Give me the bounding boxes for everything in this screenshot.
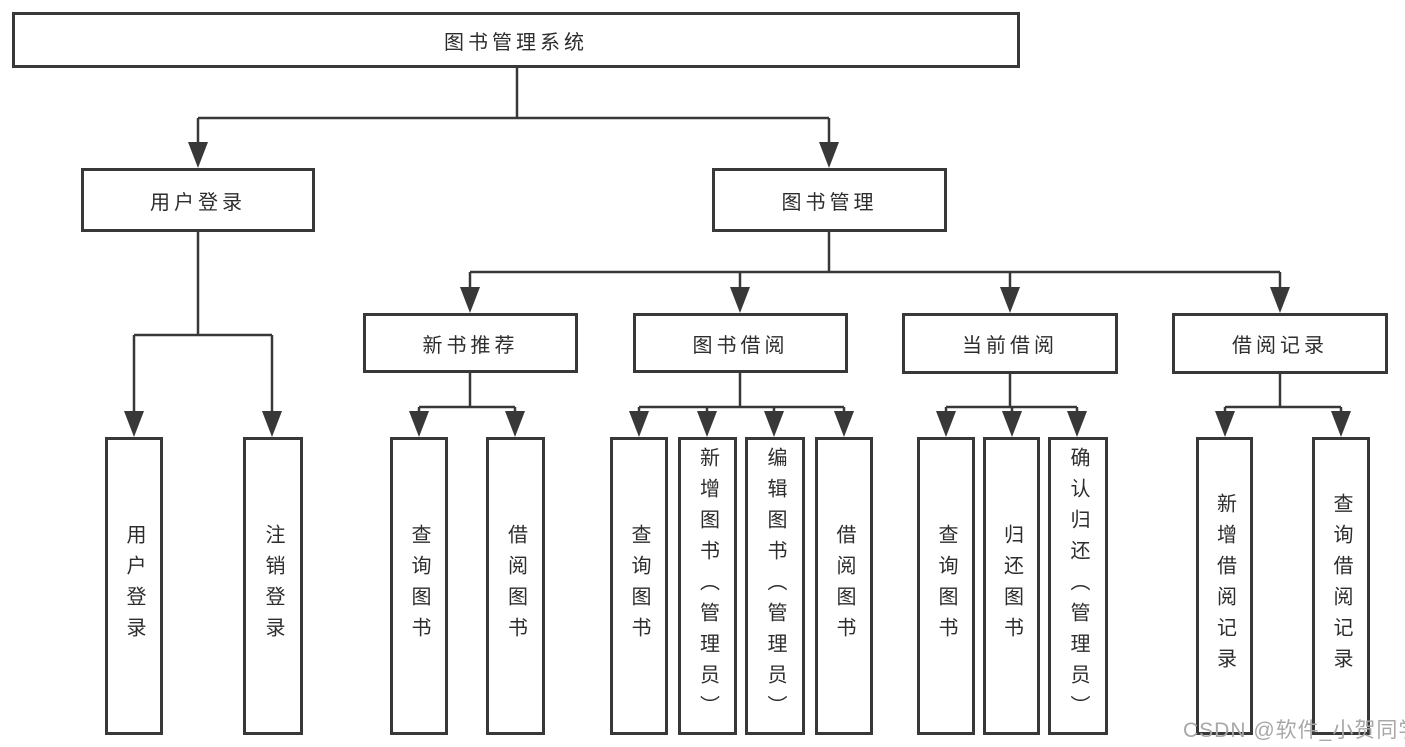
leaf-br-query-record-label: 查询借阅记录 [1330,493,1352,679]
leaf-nbr-borrow-book-label: 借阅图书 [504,524,527,648]
node-borrowing-records: 借阅记录 [1172,313,1388,374]
leaf-bb-query-book-label: 查询图书 [628,524,650,648]
leaf-nbr-borrow-book: 借阅图书 [486,437,545,735]
node-borrowing-records-label: 借阅记录 [1232,335,1328,357]
node-current-borrowing-label: 当前借阅 [962,335,1058,357]
leaf-nbr-query-book: 查询图书 [390,437,448,735]
node-book-management-label: 图书管理 [781,191,878,214]
leaf-br-add-record: 新增借阅记录 [1196,437,1253,735]
node-book-borrowing-label: 图书借阅 [692,334,789,357]
leaf-bb-query-book: 查询图书 [610,437,668,735]
node-book-borrowing: 图书借阅 [633,313,848,373]
leaf-cb-return-book: 归还图书 [983,437,1040,735]
node-root-label: 图书管理系统 [444,31,588,54]
node-user-login-group: 用户登录 [81,168,315,232]
node-new-book-recommend-label: 新书推荐 [422,334,519,357]
node-current-borrowing: 当前借阅 [902,313,1118,374]
leaf-bb-edit-book: 编辑图书（管理员） [745,437,805,735]
csdn-watermark: CSDN @软件_小贺同学 [1183,719,1405,742]
leaf-cb-return-book-label: 归还图书 [1000,524,1023,648]
leaf-cb-query-book: 查询图书 [917,437,975,735]
leaf-bb-add-book: 新增图书（管理员） [678,437,737,735]
node-root: 图书管理系统 [12,12,1020,68]
leaf-cb-confirm-return: 确认归还（管理员） [1048,437,1108,735]
leaf-nbr-query-book-label: 查询图书 [408,524,430,648]
node-new-book-recommend: 新书推荐 [363,313,578,373]
leaf-bb-edit-book-label: 编辑图书（管理员） [764,446,786,726]
leaf-cb-query-book-label: 查询图书 [935,524,957,648]
leaf-cb-confirm-return-label: 确认归还（管理员） [1067,446,1089,726]
leaf-bb-borrow-book-label: 借阅图书 [833,524,855,648]
leaf-user-login-label: 用户登录 [123,524,145,648]
leaf-bb-borrow-book: 借阅图书 [815,437,873,735]
leaf-bb-add-book-label: 新增图书（管理员） [696,446,719,726]
node-book-management: 图书管理 [712,168,947,232]
leaf-logout: 注销登录 [243,437,303,735]
leaf-br-query-record: 查询借阅记录 [1312,437,1370,735]
leaf-br-add-record-label: 新增借阅记录 [1213,493,1236,679]
leaf-user-login: 用户登录 [105,437,163,735]
leaf-logout-label: 注销登录 [262,524,284,648]
node-user-login-group-label: 用户登录 [150,191,246,214]
